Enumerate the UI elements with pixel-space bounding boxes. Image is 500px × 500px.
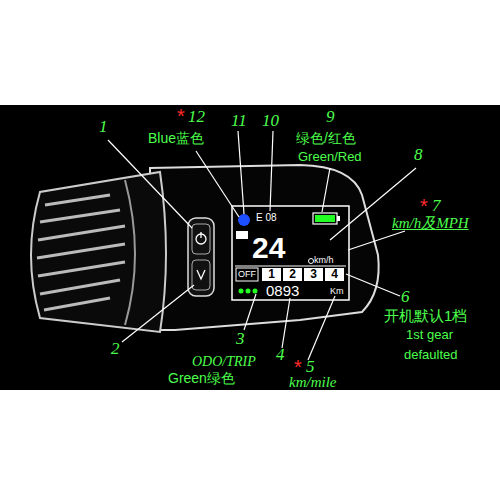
row-divider	[235, 266, 346, 267]
battery-outline	[313, 213, 337, 224]
mode-label: ODO/TRIP	[192, 354, 256, 369]
gear-number: 3	[304, 268, 323, 281]
black-band	[0, 105, 500, 390]
unit-label: km/mile	[289, 374, 336, 391]
red-asterisk: *	[177, 105, 185, 127]
callout-number: 10	[262, 112, 279, 131]
callout-number: 6	[401, 288, 410, 307]
speed-digits: 24	[252, 231, 285, 264]
unit-label: km/h及MPH	[392, 215, 469, 232]
callout-number: 9	[326, 108, 335, 127]
blue-icon	[238, 214, 250, 226]
error-code: E 08	[256, 212, 277, 223]
gear-box	[262, 268, 281, 281]
battery-tip	[337, 216, 340, 221]
odometer-digits: 0893	[266, 283, 299, 300]
mode-icon	[197, 270, 205, 279]
color-label: Green绿色	[168, 371, 235, 386]
display-unit: km/h	[314, 256, 334, 266]
gear-number: 2	[283, 268, 302, 281]
note-label: defaulted	[404, 348, 458, 362]
red-asterisk: *	[420, 195, 428, 217]
display-text: OFF	[236, 270, 258, 280]
callout-number: 8	[414, 146, 423, 165]
lcd-screen	[232, 206, 349, 300]
leader-lines	[108, 131, 416, 360]
battery-fill	[315, 215, 335, 222]
unit-dot	[309, 259, 314, 264]
callout-number: 3	[236, 330, 245, 349]
gear-number: 1	[262, 268, 281, 281]
light-icon	[236, 231, 248, 239]
mode-button	[192, 260, 210, 290]
throttle-grip	[31, 172, 166, 332]
odo-dots	[239, 289, 258, 294]
gear-number: 4	[325, 268, 344, 281]
power-button	[192, 224, 210, 254]
callout-number: 4	[276, 346, 285, 365]
callout-number: 12	[188, 108, 205, 127]
callout-number: 7	[432, 197, 441, 216]
off-box	[236, 268, 258, 281]
gear-box	[304, 268, 323, 281]
display-unit: Km	[330, 287, 344, 297]
color-label: Green/Red	[298, 150, 362, 164]
grip-collar	[125, 180, 135, 325]
gear-box	[283, 268, 302, 281]
button-panel	[188, 218, 214, 296]
callout-number: 5	[306, 358, 315, 377]
callout-number: 2	[111, 340, 120, 359]
gear-box	[325, 268, 344, 281]
callout-number: 1	[99, 118, 108, 137]
power-icon-bar	[200, 232, 201, 238]
color-label: 绿色/红色	[296, 131, 356, 146]
display-housing	[150, 165, 379, 330]
color-label: Blue蓝色	[148, 131, 204, 146]
note-label: 1st gear	[406, 328, 453, 342]
callout-number: 11	[231, 112, 247, 131]
grip-ridges	[37, 195, 125, 310]
note-label: 开机默认1档	[384, 308, 467, 325]
